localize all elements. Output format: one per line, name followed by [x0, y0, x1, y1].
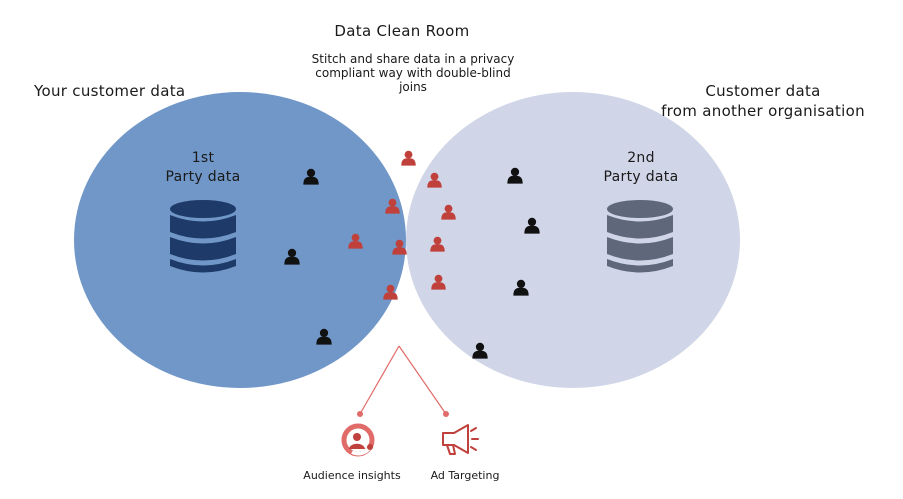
ad-targeting-label: Ad Targeting — [430, 469, 500, 482]
subtitle-line: compliant way with double-blind — [315, 66, 511, 80]
right-heading: Customer data from another organisation — [661, 81, 865, 121]
audience-insights-icon — [341, 423, 375, 457]
connector-lines — [359, 345, 447, 415]
megaphone-icon — [442, 424, 479, 455]
first-party-line: 1st — [191, 150, 215, 166]
second-party-line: 2nd — [627, 150, 655, 166]
first-party-line: Party data — [165, 169, 241, 185]
database-icon — [170, 200, 236, 273]
left-circle — [74, 92, 406, 388]
subtitle: Stitch and share data in a privacy compl… — [312, 52, 515, 94]
connector-dot — [357, 411, 363, 417]
right-heading-line: Customer data — [705, 82, 821, 100]
subtitle-line: Stitch and share data in a privacy — [311, 52, 515, 66]
person-icon — [401, 150, 416, 166]
left-heading: Your customer data — [34, 82, 186, 100]
connector-dot — [443, 411, 449, 417]
subtitle-line: joins — [399, 80, 427, 94]
second-party-label: 2nd Party data — [604, 149, 679, 187]
right-circle — [406, 92, 740, 388]
page-title: Data Clean Room — [334, 22, 470, 40]
audience-insights-label: Audience insights — [303, 469, 401, 482]
right-heading-line: from another organisation — [661, 102, 865, 120]
second-party-line: Party data — [603, 169, 679, 185]
first-party-label: 1st Party data — [166, 149, 241, 187]
database-icon — [607, 200, 673, 273]
